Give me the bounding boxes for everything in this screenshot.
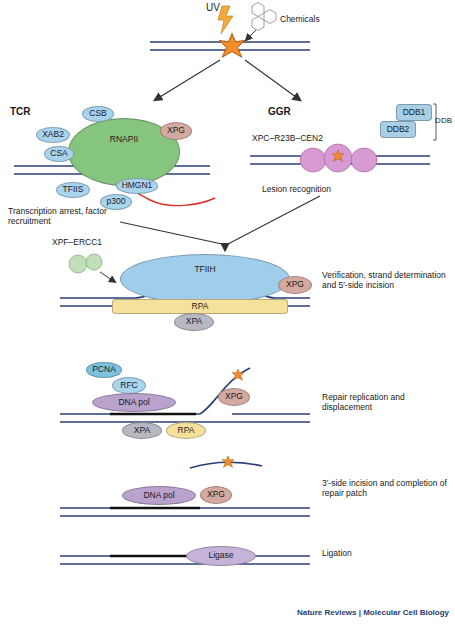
new-strand bbox=[110, 507, 200, 509]
step-label: Ligation bbox=[322, 548, 450, 558]
node-label: RPA bbox=[178, 426, 195, 435]
node-label: DDB1 bbox=[403, 108, 426, 117]
node-label: TFIIH bbox=[194, 265, 215, 274]
uv-bolt bbox=[218, 6, 233, 34]
node-label: XPC–R23B–CEN2 bbox=[252, 134, 323, 143]
arrow bbox=[228, 196, 320, 244]
ligase-oval: Ligase bbox=[186, 546, 256, 566]
step-label: Lesion recognition bbox=[262, 184, 331, 194]
node-label: DDB2 bbox=[387, 125, 410, 134]
node-label: RNAPII bbox=[110, 135, 138, 144]
arrow bbox=[155, 60, 220, 100]
node-label: PCNA bbox=[92, 365, 116, 374]
protein-box: DDB2 bbox=[380, 121, 416, 138]
protein-oval: XPG bbox=[278, 276, 312, 294]
tag-label: UV bbox=[206, 2, 220, 14]
new-strand bbox=[110, 413, 196, 415]
node-label: XPA bbox=[134, 426, 150, 435]
protein-oval: XPG bbox=[218, 388, 250, 406]
arrow bbox=[245, 60, 300, 100]
tag-label: DDB bbox=[435, 116, 452, 126]
node-label: CSA bbox=[50, 149, 67, 158]
node-label: Ligase bbox=[208, 551, 233, 560]
step-label: Verification, strand determination and 5… bbox=[322, 270, 450, 290]
node-label: XPG bbox=[167, 126, 185, 135]
tag-label: TCR bbox=[10, 106, 31, 118]
node-label: XPG bbox=[207, 490, 225, 499]
protein-oval: XPG bbox=[160, 122, 192, 140]
node-label: XPG bbox=[286, 280, 304, 289]
node-label: DNA pol bbox=[118, 398, 149, 407]
node-label: RFC bbox=[120, 381, 137, 390]
complex-group: XPF–ERCC1 bbox=[52, 238, 116, 274]
protein-oval: XAB2 bbox=[36, 127, 70, 143]
credit: Nature Reviews | Molecular Cell Biology bbox=[297, 608, 449, 618]
protein-box: DDB1 bbox=[396, 104, 432, 121]
arrow bbox=[100, 272, 115, 282]
protein-oval: CSB bbox=[82, 106, 114, 122]
node-label: TFIIS bbox=[63, 185, 84, 194]
node-label: HMGN1 bbox=[122, 181, 153, 190]
polymerase-oval: DNA pol bbox=[122, 486, 196, 505]
complex-group: XPC–R23B–CEN2 bbox=[252, 134, 382, 178]
protein-ring: PCNA bbox=[86, 362, 122, 378]
protein-oval: XPA bbox=[174, 313, 214, 331]
node-label: XPF–ERCC1 bbox=[52, 238, 102, 247]
protein-oval: TFIIS bbox=[56, 182, 90, 198]
xpf-ercc1 bbox=[69, 254, 102, 273]
dna bbox=[60, 556, 310, 564]
node-label: XPG bbox=[225, 392, 243, 401]
node-label: DNA pol bbox=[143, 491, 174, 500]
protein-oval: XPG bbox=[200, 486, 232, 504]
xpc-complex bbox=[300, 144, 377, 172]
tag-label: GGR bbox=[268, 106, 291, 118]
node-label: XAB2 bbox=[42, 130, 64, 139]
node-label: RPA bbox=[192, 302, 209, 311]
step-label: 3′-side incision and completion of repai… bbox=[322, 478, 450, 498]
node-label: XPA bbox=[186, 317, 202, 326]
protein-oval: RPA bbox=[166, 422, 206, 439]
arrow bbox=[120, 222, 222, 244]
protein-oval: CSA bbox=[44, 146, 74, 162]
protein-oval: RFC bbox=[112, 377, 146, 394]
arrow bbox=[224, 244, 225, 250]
protein-oval: HMGN1 bbox=[116, 178, 159, 194]
tag-label: Chemicals bbox=[280, 14, 320, 24]
step-label: Repair replication and displacement bbox=[322, 392, 450, 412]
protein-oval: XPA bbox=[122, 422, 162, 439]
protein-blob: TFIIH bbox=[120, 254, 290, 304]
step-label: Transcription arrest, factor recruitment bbox=[8, 206, 123, 226]
dna bbox=[60, 462, 310, 516]
chem-arrow bbox=[246, 30, 256, 40]
polymerase-oval: DNA pol bbox=[92, 393, 176, 412]
protein-band: RPA bbox=[112, 299, 288, 314]
chemical-rings bbox=[252, 3, 276, 31]
node-label: CSB bbox=[89, 109, 106, 118]
node-label: p300 bbox=[107, 197, 126, 206]
